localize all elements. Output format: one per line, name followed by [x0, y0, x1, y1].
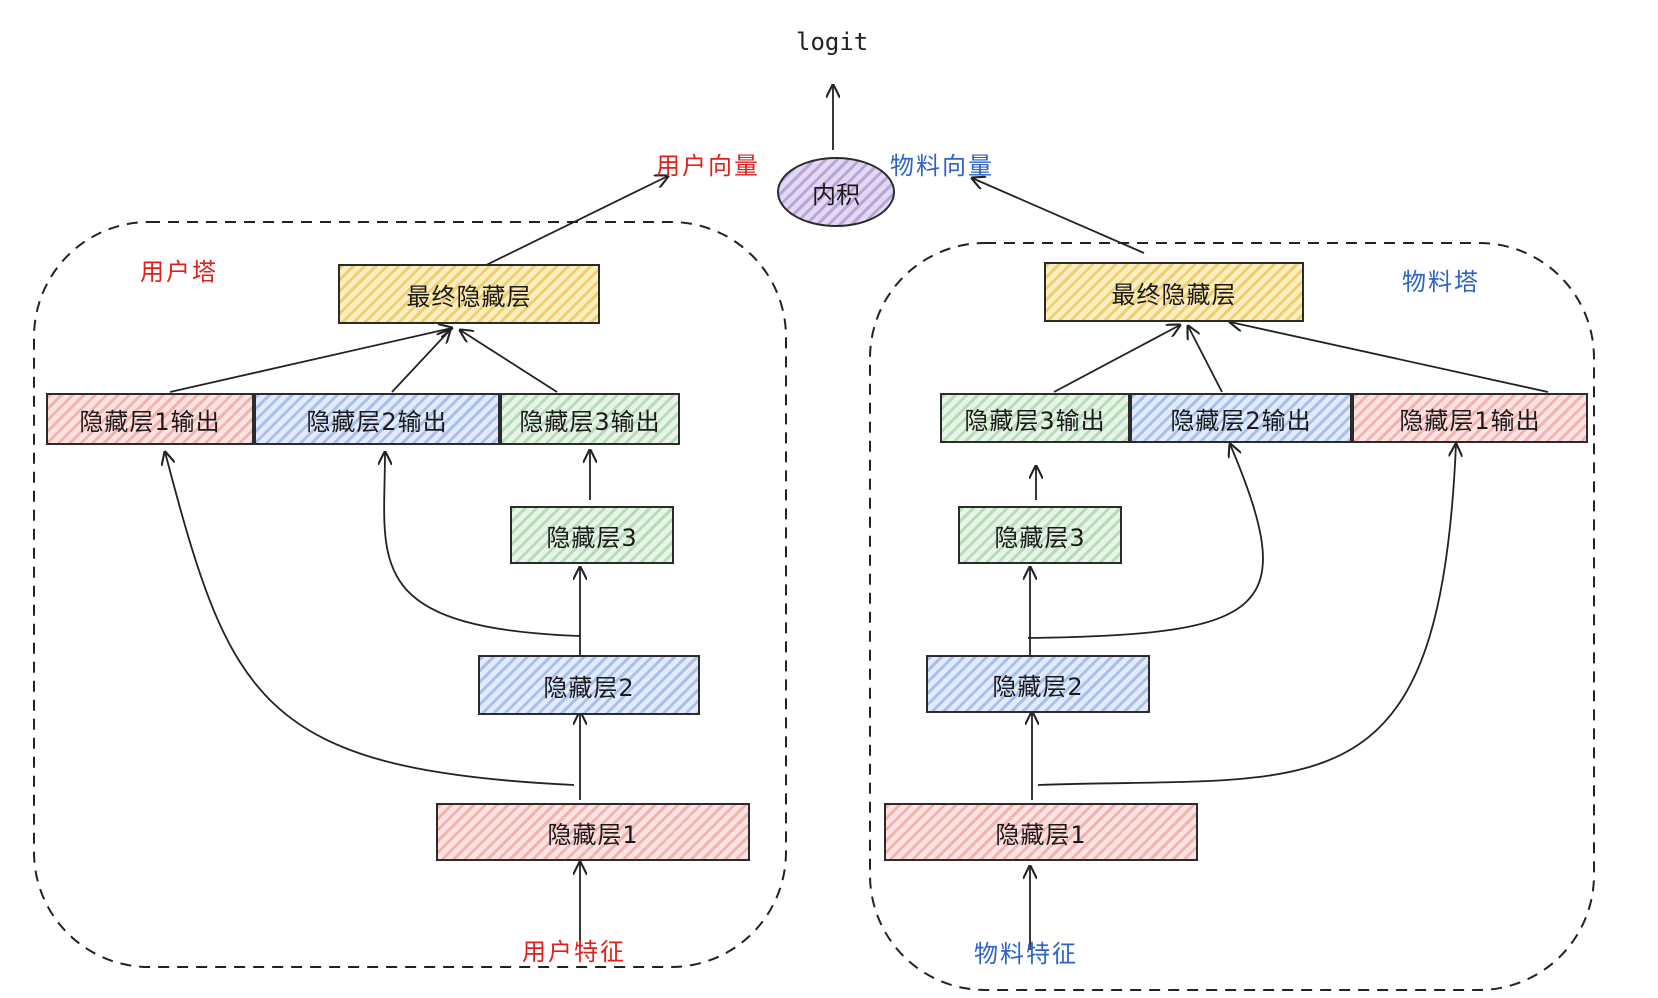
- user-hidden-layer-2: 隐藏层2: [478, 655, 700, 715]
- user-final-to-vector: [475, 176, 668, 271]
- user-h2-skip-out2: [384, 452, 581, 637]
- item-final-to-vector: [972, 178, 1145, 254]
- item-hidden2-output: 隐藏层2输出: [1130, 393, 1352, 443]
- item-hidden-layer-2: 隐藏层2: [926, 655, 1150, 713]
- item-h1-skip-out1: [1037, 444, 1456, 786]
- user-out1-to-final: [169, 328, 452, 393]
- item-features-label: 物料特征: [974, 940, 1078, 968]
- item-tower-title: 物料塔: [1402, 268, 1480, 296]
- item-tower-outline: [869, 242, 1595, 991]
- user-h1-skip-out1: [165, 452, 575, 786]
- logit-label: logit: [796, 28, 869, 56]
- item-hidden1-output: 隐藏层1输出: [1352, 393, 1588, 443]
- user-vector-label: 用户向量: [656, 152, 760, 180]
- user-hidden-layer-1: 隐藏层1: [436, 803, 750, 861]
- user-hidden2-output: 隐藏层2输出: [254, 393, 500, 445]
- item-out3-to-final: [1053, 325, 1180, 393]
- user-tower-title: 用户塔: [140, 258, 218, 286]
- user-hidden3-output: 隐藏层3输出: [500, 393, 680, 445]
- item-final-hidden-layer: 最终隐藏层: [1044, 262, 1304, 322]
- item-hidden-layer-3: 隐藏层3: [958, 506, 1122, 564]
- user-out2-to-final: [391, 330, 450, 393]
- dot-product-node: 内积: [777, 157, 895, 227]
- item-out2-to-final: [1188, 326, 1223, 393]
- item-vector-label: 物料向量: [890, 152, 994, 180]
- user-features-label: 用户特征: [522, 938, 626, 966]
- item-h2-skip-out2: [1027, 444, 1264, 639]
- user-out3-to-final: [460, 330, 558, 393]
- user-hidden-layer-3: 隐藏层3: [510, 506, 674, 564]
- item-out1-to-final: [1230, 322, 1549, 393]
- item-hidden-layer-1: 隐藏层1: [884, 803, 1198, 861]
- item-hidden3-output: 隐藏层3输出: [940, 393, 1130, 443]
- user-hidden1-output: 隐藏层1输出: [46, 393, 254, 445]
- user-final-hidden-layer: 最终隐藏层: [338, 264, 600, 324]
- user-tower-outline: [33, 221, 787, 968]
